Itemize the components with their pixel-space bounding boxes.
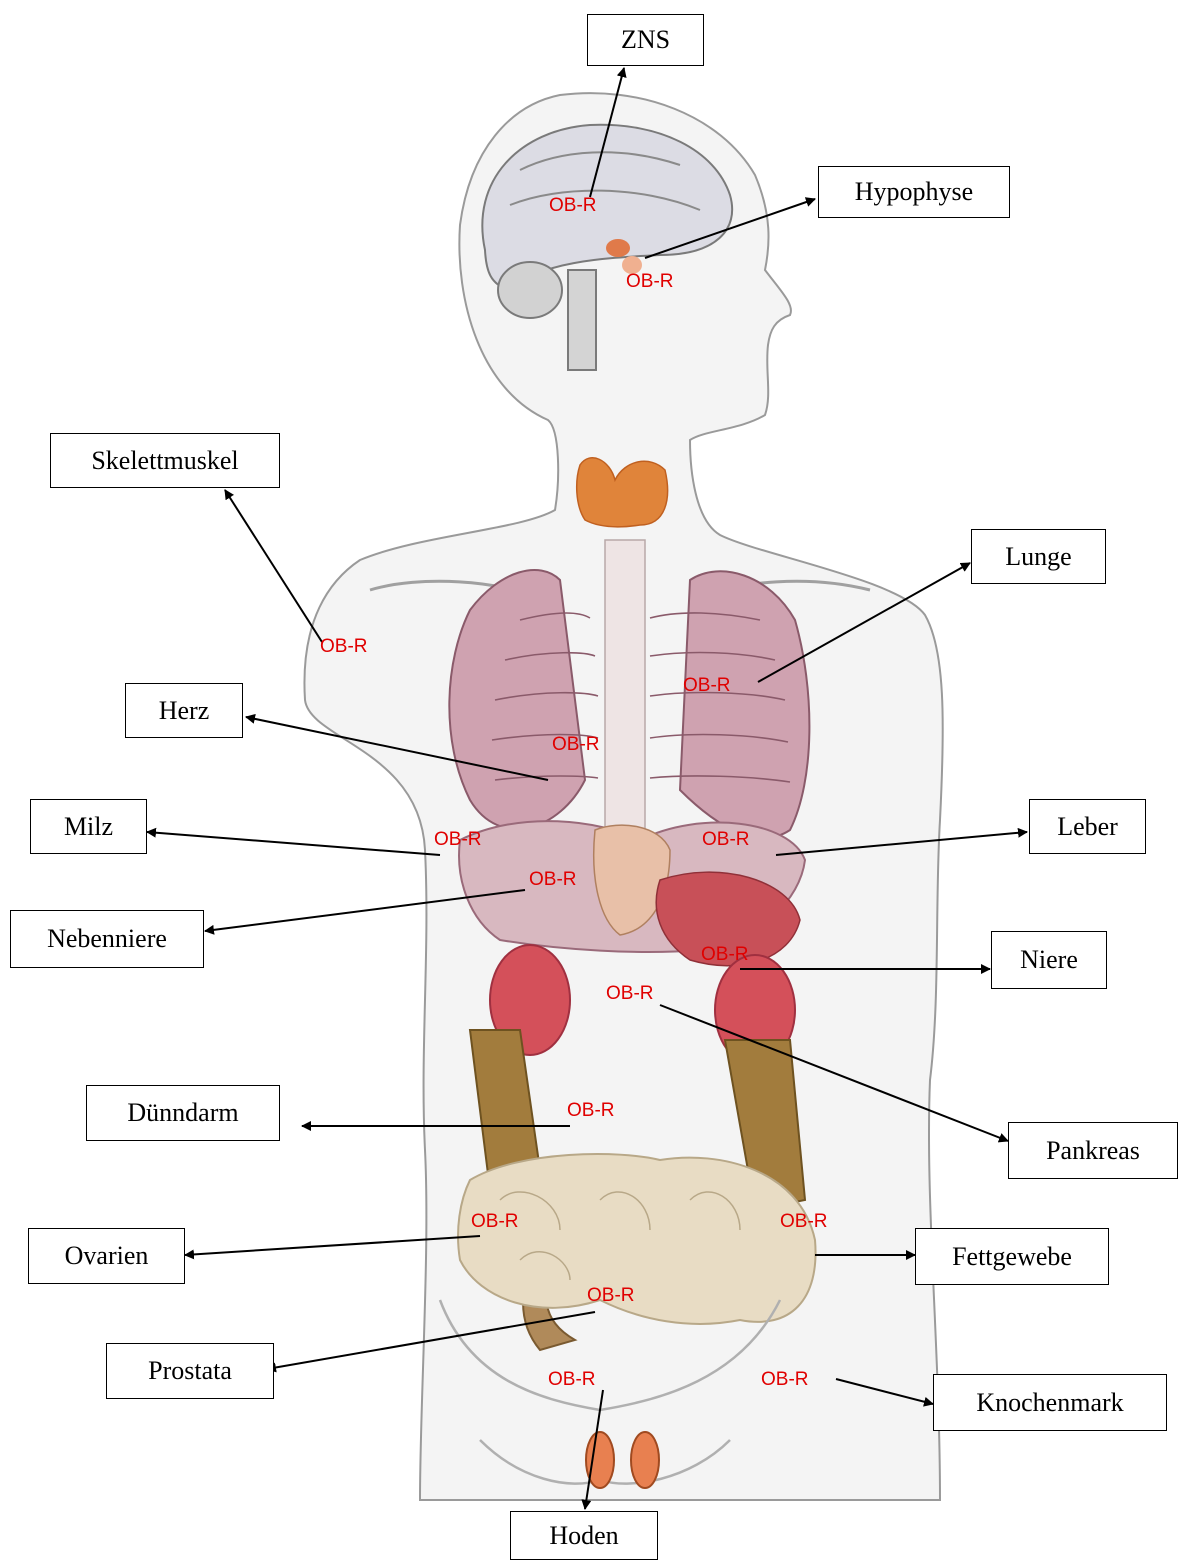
- receptor-label-hoden: OB-R: [548, 1370, 596, 1389]
- organ-label-hypophyse: Hypophyse: [818, 166, 1010, 218]
- organ-label-leber: Leber: [1029, 799, 1146, 854]
- receptor-label-zns: OB-R: [549, 196, 597, 215]
- receptor-label-lunge: OB-R: [683, 676, 731, 695]
- receptor-label-leber: OB-R: [702, 830, 750, 849]
- organ-label-milz: Milz: [30, 799, 147, 854]
- receptor-label-ovarien: OB-R: [471, 1212, 519, 1231]
- organ-label-nebenniere: Nebenniere: [10, 910, 204, 968]
- receptor-label-duenndarm: OB-R: [567, 1101, 615, 1120]
- receptor-label-niere: OB-R: [701, 945, 749, 964]
- receptor-label-herz: OB-R: [552, 735, 600, 754]
- receptor-label-skelettmuskel: OB-R: [320, 637, 368, 656]
- arrow-milz: [147, 832, 440, 855]
- organ-label-lunge: Lunge: [971, 529, 1106, 584]
- organ-label-niere: Niere: [991, 931, 1107, 989]
- receptor-label-fettgewebe: OB-R: [780, 1212, 828, 1231]
- organ-label-prostata: Prostata: [106, 1343, 274, 1399]
- organ-label-knochenmark: Knochenmark: [933, 1374, 1167, 1431]
- organ-label-ovarien: Ovarien: [28, 1228, 185, 1284]
- organ-label-fettgewebe: Fettgewebe: [915, 1228, 1109, 1285]
- receptor-label-hypophyse: OB-R: [626, 272, 674, 291]
- intestines-illustration: [458, 1154, 816, 1324]
- arrow-skelettmuskel: [225, 490, 322, 642]
- organ-label-duenndarm: Dünndarm: [86, 1085, 280, 1141]
- organ-label-hoden: Hoden: [510, 1511, 658, 1560]
- organ-label-skelettmuskel: Skelettmuskel: [50, 433, 280, 488]
- organ-label-pankreas: Pankreas: [1008, 1122, 1178, 1179]
- organ-label-zns: ZNS: [587, 14, 704, 66]
- receptor-label-pankreas: OB-R: [606, 984, 654, 1003]
- receptor-label-knochenmark: OB-R: [761, 1370, 809, 1389]
- receptor-label-nebenniere: OB-R: [529, 870, 577, 889]
- receptor-label-prostata: OB-R: [587, 1286, 635, 1305]
- organ-label-herz: Herz: [125, 683, 243, 738]
- receptor-label-milz: OB-R: [434, 830, 482, 849]
- lungs-illustration: [449, 540, 809, 850]
